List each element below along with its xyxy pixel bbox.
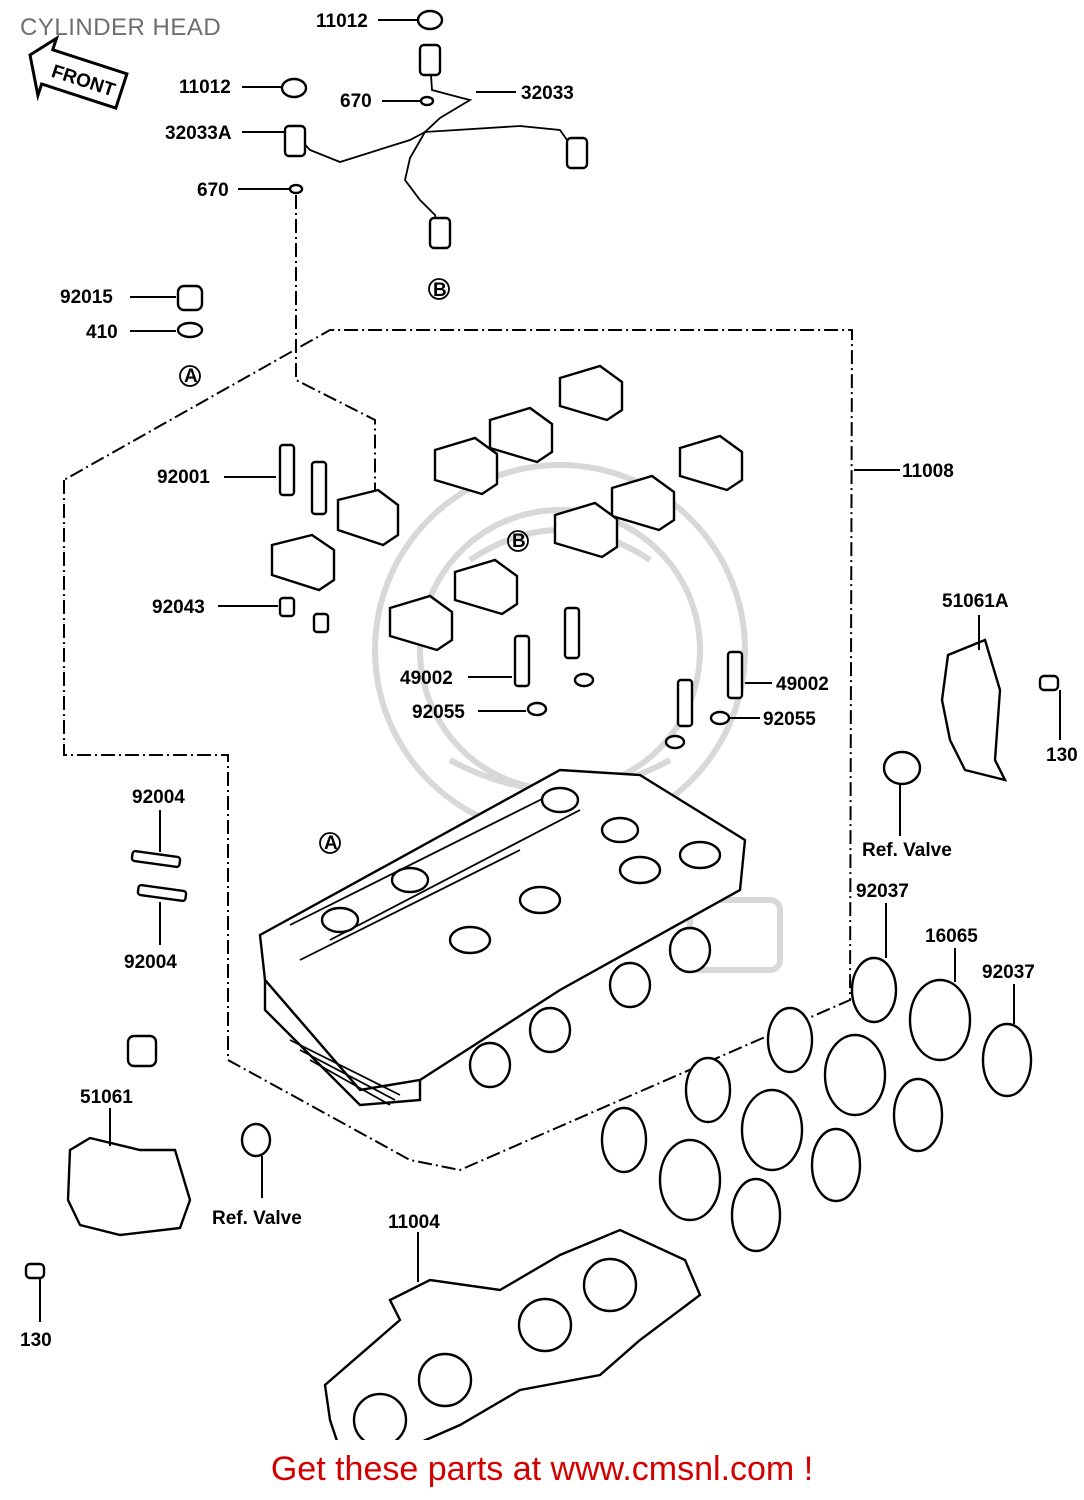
callout-ref-valve-right: Ref. Valve	[862, 840, 952, 861]
callout-ref-valve-left: Ref. Valve	[212, 1208, 302, 1229]
callout-92043: 92043	[152, 597, 205, 618]
marker-b-mid: B	[512, 531, 526, 552]
callout-92004-bottom: 92004	[124, 952, 177, 973]
callout-92037-right: 92037	[982, 962, 1035, 983]
page-title: CYLINDER HEAD	[20, 14, 222, 41]
callout-92055-left: 92055	[412, 702, 465, 723]
callout-130-right: 130	[1046, 745, 1078, 766]
camshaft-caps	[270, 364, 744, 652]
callout-11008: 11008	[902, 461, 954, 482]
head-gasket	[323, 1228, 702, 1440]
callout-labels: 11012 11012 32033 670 32033A 670 B 92015…	[20, 11, 1078, 1351]
front-arrow: FRONT	[28, 34, 129, 110]
bolts-and-pins	[130, 443, 744, 903]
callout-51061: 51061	[80, 1087, 133, 1108]
callout-670: 670	[197, 180, 229, 201]
intake-holders-and-clamps	[600, 956, 1033, 1253]
marker-a-top: A	[184, 366, 198, 387]
cylinder-head	[258, 768, 747, 1107]
footer-link-text[interactable]: Get these parts at www.cmsnl.com !	[270, 1450, 814, 1488]
callout-51061a: 51061A	[942, 591, 1009, 612]
marker-b-top: B	[433, 280, 447, 301]
callout-11012: 11012	[179, 77, 231, 98]
callout-130-left: 130	[20, 1330, 52, 1351]
callout-92004-top: 92004	[132, 787, 185, 808]
callout-49002-right: 49002	[776, 674, 829, 695]
callout-92037-top: 92037	[856, 881, 909, 902]
oil-pipe-assembly	[280, 9, 589, 250]
callout-16065: 16065	[925, 926, 978, 947]
callout-410: 410	[86, 322, 118, 343]
reference-markers	[179, 278, 529, 854]
leader-lines	[39, 19, 1061, 1322]
callout-92015: 92015	[60, 287, 113, 308]
cap-nut-parts	[176, 284, 204, 339]
callout-11004: 11004	[388, 1212, 440, 1233]
callout-11012-top: 11012	[316, 11, 368, 32]
callout-670-top: 670	[340, 91, 372, 112]
covers	[24, 638, 1060, 1280]
callout-92055-right: 92055	[763, 709, 816, 730]
exploded-parts-diagram: FRONT	[20, 9, 1078, 1440]
callout-32033a: 32033A	[165, 123, 232, 144]
callout-92001: 92001	[157, 467, 210, 488]
marker-a-mid: A	[324, 833, 338, 854]
footer-link[interactable]: Get these parts at www.cmsnl.com !	[0, 1450, 1084, 1489]
callout-49002-left: 49002	[400, 668, 453, 689]
assembly-outline	[63, 329, 854, 1172]
ref-valves	[126, 750, 922, 1158]
callout-32033: 32033	[521, 83, 574, 104]
